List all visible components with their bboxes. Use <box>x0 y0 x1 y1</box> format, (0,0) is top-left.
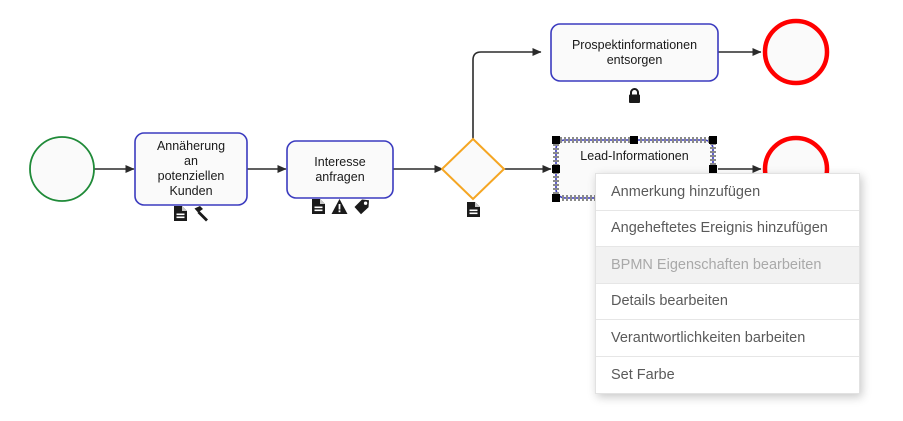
menu-item-anmerkung-hinzufuegen[interactable]: Anmerkung hinzufügen <box>596 174 859 211</box>
task-annaeherung[interactable] <box>134 132 248 206</box>
menu-item-verantwortlichkeiten-barbeiten[interactable]: Verantwortlichkeiten barbeiten <box>596 320 859 357</box>
context-menu[interactable]: Anmerkung hinzufügen Angeheftetes Ereign… <box>595 173 860 394</box>
markers-gateway-exclusive <box>442 199 504 219</box>
start-event[interactable] <box>29 136 95 202</box>
menu-item-bpmn-eigenschaften-bearbeiten: BPMN Eigenschaften bearbeiten <box>596 247 859 284</box>
menu-item-set-farbe[interactable]: Set Farbe <box>596 356 859 393</box>
gateway-exclusive[interactable] <box>440 137 506 201</box>
selection-handle-nw[interactable] <box>552 136 560 144</box>
document-icon <box>466 201 481 218</box>
selection-handle-w[interactable] <box>552 165 560 173</box>
hammer-icon <box>193 205 210 222</box>
selection-handle-ne[interactable] <box>709 136 717 144</box>
markers-task-prospektinformationen <box>551 85 718 105</box>
flow-gateway-to-prospektinformationen <box>472 48 542 139</box>
selection-handle-sw[interactable] <box>552 194 560 202</box>
tag-icon <box>353 198 370 215</box>
task-interesse[interactable] <box>286 140 394 199</box>
warning-icon <box>331 198 348 215</box>
menu-item-angeheftetes-ereignis-hinzufuegen[interactable]: Angeheftetes Ereignis hinzufügen <box>596 210 859 247</box>
end-event-top[interactable] <box>762 18 830 86</box>
document-icon <box>173 205 188 222</box>
menu-item-details-bearbeiten[interactable]: Details bearbeiten <box>596 283 859 320</box>
lock-icon <box>627 87 642 104</box>
selection-handle-n[interactable] <box>630 136 638 144</box>
markers-task-annaeherung <box>135 203 247 223</box>
task-prospektinformationen[interactable] <box>550 23 719 82</box>
markers-task-interesse <box>287 196 393 216</box>
sequence-flows <box>94 48 762 173</box>
selection-handle-e[interactable] <box>709 165 717 173</box>
document-icon <box>311 198 326 215</box>
